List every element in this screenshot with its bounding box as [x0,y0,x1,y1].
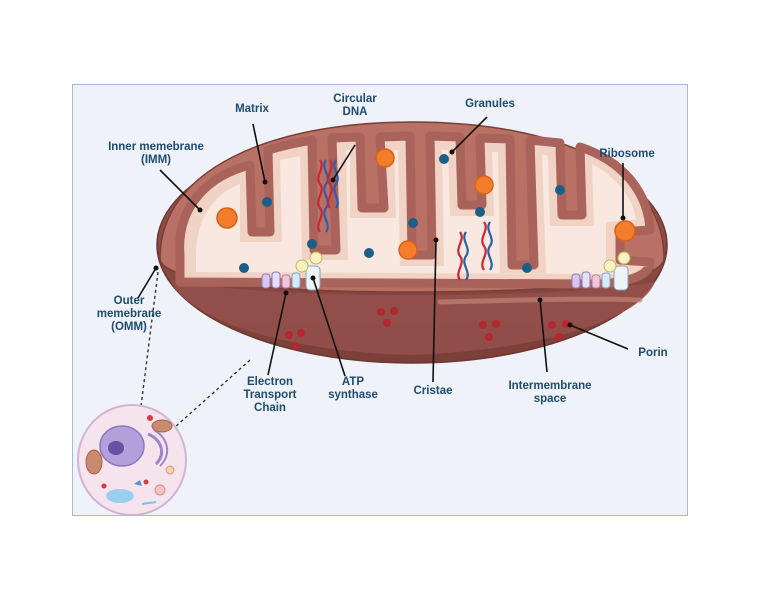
label-porin: Porin [638,347,668,359]
cell-illustration [77,404,187,516]
zoom-lines [139,271,251,429]
circular-dna-strands [317,159,493,281]
label-ribosome: Ribosome [599,148,655,160]
label-granules: Granules [465,98,515,110]
porin-clusters [285,307,570,350]
leader-lines [137,116,629,383]
label-circular-dna: Circular DNA [333,93,377,118]
label-outer-membrane: Outer memebrane (OMM) [96,295,162,333]
inner-membrane [175,131,655,289]
label-atp-synthase: ATP synthase [328,376,378,401]
label-inner-membrane: Inner memebrane (IMM) [108,141,204,166]
marker-dots [153,149,626,328]
label-matrix: Matrix [235,103,269,115]
label-electron-transport-chain: Electron Transport Chain [243,376,297,414]
label-intermembrane-space: Intermembrane space [508,380,592,405]
granules [239,154,565,273]
ribosomes [216,148,636,260]
label-cristae: Cristae [413,385,453,397]
electron-transport-chain-proteins [261,271,611,289]
